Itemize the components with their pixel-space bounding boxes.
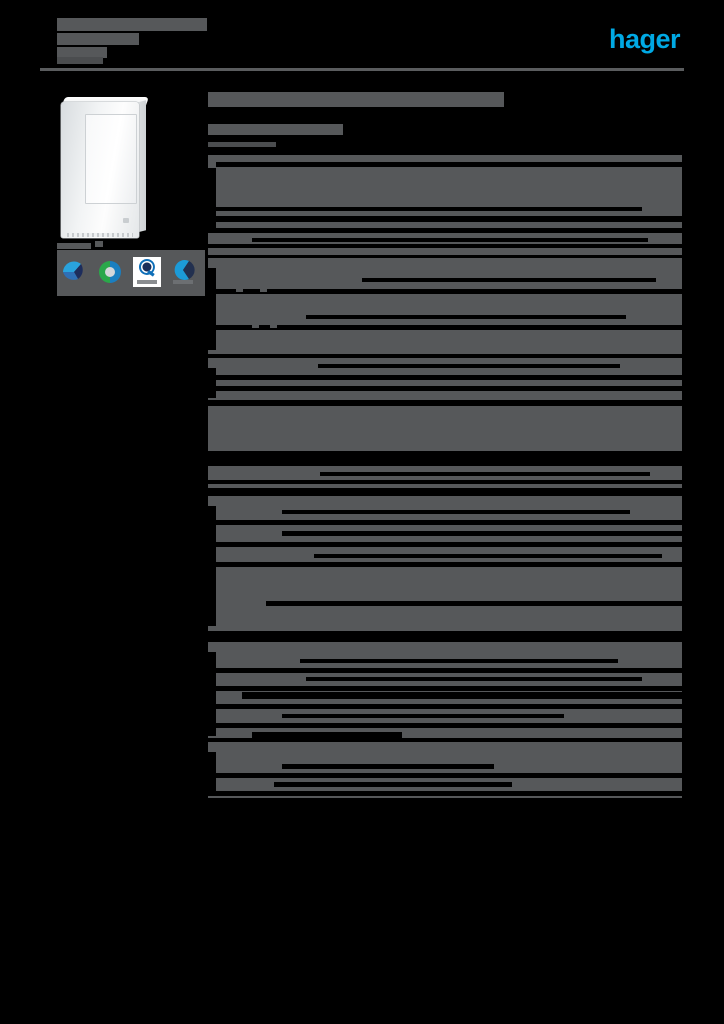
table-row <box>242 692 682 699</box>
table-row <box>274 782 512 787</box>
table-row <box>208 368 216 398</box>
table-row <box>208 791 682 796</box>
table-row <box>208 480 682 484</box>
table-row <box>208 506 216 626</box>
page-subtitle <box>208 124 343 135</box>
value-chip <box>260 286 267 292</box>
table-section <box>208 742 682 798</box>
table-row <box>208 773 682 778</box>
table-row <box>208 562 682 567</box>
table-section <box>208 155 682 228</box>
table-row <box>208 289 682 294</box>
table-row <box>306 677 642 681</box>
value-chip <box>236 533 243 539</box>
header-title-line-2 <box>57 33 139 45</box>
table-row <box>208 542 682 547</box>
hager-wordmark: hager <box>608 24 681 54</box>
table-row <box>252 732 402 738</box>
header-rule <box>40 68 684 71</box>
brand-mark-green-blue-icon[interactable] <box>97 259 123 285</box>
table-row <box>362 278 656 282</box>
table-row <box>208 386 682 391</box>
value-chip <box>474 732 498 738</box>
table-row <box>216 207 642 211</box>
table-row <box>282 714 564 718</box>
table-row <box>314 554 662 558</box>
figure-caption <box>57 243 91 249</box>
enclosure-vent-slots <box>67 233 133 237</box>
table-row <box>266 601 682 606</box>
value-chip <box>236 286 243 292</box>
quality-seal-label <box>137 280 157 284</box>
figure-caption-tag <box>95 241 103 247</box>
table-row <box>300 659 618 663</box>
table-row <box>282 510 630 514</box>
table-row <box>208 375 682 380</box>
table-row <box>208 686 682 691</box>
table-row <box>208 704 682 709</box>
table-row <box>208 244 682 248</box>
value-chip <box>436 732 444 738</box>
rectangle-mark-icon[interactable] <box>63 300 87 316</box>
header-title-line-1 <box>57 18 207 31</box>
page-title <box>208 92 504 107</box>
value-chip <box>252 322 259 328</box>
table-row <box>208 325 682 330</box>
quality-seal-icon[interactable] <box>133 257 161 287</box>
enclosure-door <box>85 114 137 204</box>
table-row <box>252 238 648 242</box>
value-chip <box>408 732 426 738</box>
certification-mark-icon[interactable] <box>169 259 199 285</box>
table-row <box>282 764 494 769</box>
header-kicker <box>57 57 103 64</box>
triangle-mark-icon[interactable] <box>99 298 127 318</box>
table-section <box>208 466 682 488</box>
table-row <box>320 472 650 476</box>
table-row <box>318 364 620 368</box>
table-row <box>208 723 682 728</box>
table-section <box>208 258 682 354</box>
table-row <box>306 315 626 319</box>
table-row <box>208 268 216 350</box>
table-row <box>208 216 682 222</box>
table-row <box>282 531 682 536</box>
table-row <box>208 652 216 736</box>
page-header: hager <box>0 0 724 80</box>
table-row <box>208 752 216 796</box>
table-section <box>208 406 682 451</box>
page-subtitle-rule <box>208 142 276 147</box>
table-row <box>208 668 682 673</box>
table-row <box>208 168 216 228</box>
table-row <box>216 162 682 167</box>
header-title-line-3 <box>57 47 107 58</box>
page-footer: hager.com/de <box>0 975 724 1024</box>
table-row <box>208 520 682 525</box>
certification-icon-strip <box>57 248 205 336</box>
certification-mark-label <box>173 280 193 284</box>
enclosure-latch <box>123 218 129 223</box>
product-image <box>57 92 150 240</box>
value-chip <box>270 322 277 328</box>
hager-logo[interactable]: hager <box>590 24 681 54</box>
brand-mark-blue-icon[interactable] <box>61 259 87 285</box>
